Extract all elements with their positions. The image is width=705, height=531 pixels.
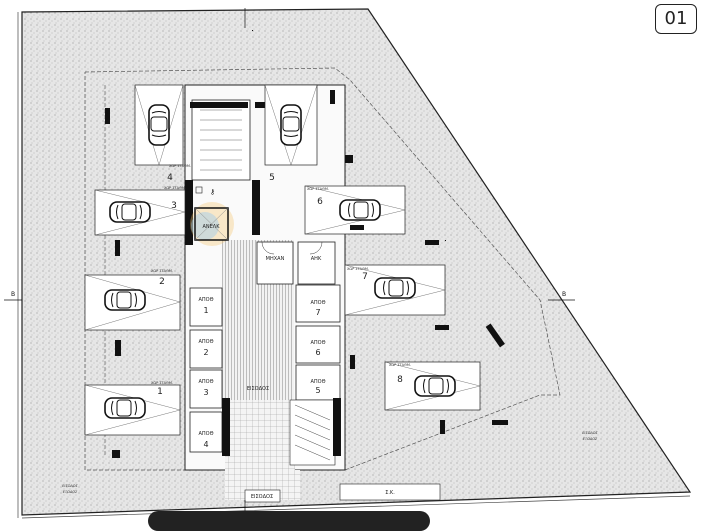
setback-line: [84, 67, 561, 471]
storage-number: 6: [315, 348, 320, 357]
storage-label: ΑΠΟΘ: [198, 431, 213, 437]
storage-number: 5: [315, 386, 320, 395]
electric-label: ΑΗΚ: [311, 256, 322, 262]
driveway-label-left: ΕΞΟΔΟΣ: [63, 490, 78, 494]
storage-number: 4: [203, 440, 208, 449]
driveway-label-right: ΕΞΟΔΟΣ: [583, 437, 598, 441]
elevator-label: ΑΝΕΛΚ: [202, 224, 220, 230]
parking-number: 2: [159, 277, 165, 287]
key-icon: ⚷: [210, 188, 215, 196]
parking-number: 5: [269, 173, 275, 183]
electric-room: [297, 241, 336, 285]
mechanical-label: ΜΗΧΑΝ: [266, 256, 285, 262]
parking-label: ΧΩΡ ΣΤΑΘΜ.: [307, 187, 329, 191]
storage-number: 2: [203, 348, 208, 357]
entrance-label: ΕΙΣΟΔΟΣ: [247, 386, 269, 392]
parking-spaces: [84, 84, 481, 436]
media-overlay-bar: [148, 511, 430, 531]
storage-label: ΑΠΟΘ: [198, 379, 213, 385]
parking-number: 1: [157, 387, 163, 397]
parking-label: ΧΩΡ ΣΤΑΘΜ.: [347, 267, 369, 271]
mechanical-room: [256, 241, 294, 285]
storage-label: ΑΠΟΘ: [310, 379, 325, 385]
section-marker-right: B: [562, 291, 566, 298]
parking-label: ΧΩΡ ΣΤΑΘΜ.: [164, 186, 186, 190]
storage-number: 3: [203, 388, 208, 397]
parking-label: ΧΩΡ ΣΤΑΘΜ.: [169, 164, 191, 168]
parking-number: 8: [397, 375, 403, 385]
entrance-lobby: [225, 400, 295, 470]
parking-label: ΧΩΡ ΣΤΑΘΜ.: [151, 269, 173, 273]
wc-room: [339, 483, 441, 501]
storage-label: ΑΠΟΘ: [310, 300, 325, 306]
sheet-number: 01: [655, 4, 697, 34]
floor-plan: ΑΝΕΛΚ ⚷ ΜΗΧΑΝ ΑΗΚ ΑΠΟΘ ΑΠΟΘ ΑΠΟΘ ΑΠΟΘ ΑΠ…: [4, 8, 692, 519]
parking-number: 4: [167, 173, 173, 183]
storage-number: 1: [203, 306, 208, 315]
driveway-label-left: ΕΙΣΟΔΟΣ: [62, 484, 78, 488]
storage-number: 7: [315, 308, 320, 317]
storage-label: ΑΠΟΘ: [198, 297, 213, 303]
section-marker-left: B: [11, 291, 15, 298]
storage-rooms: [189, 284, 341, 453]
storage-label: ΑΠΟΘ: [310, 340, 325, 346]
parking-number: 6: [317, 197, 323, 207]
elevator: [194, 207, 229, 241]
parking-number: 3: [171, 201, 177, 211]
driveway-label-right: ΕΙΣΟΔΟΣ: [582, 431, 598, 435]
parking-label: ΧΩΡ ΣΤΑΘΜ.: [151, 381, 173, 385]
wc-label: Σ.Κ.: [385, 490, 395, 496]
columns: [105, 30, 508, 458]
storage-label: ΑΠΟΘ: [198, 339, 213, 345]
parking-label: ΧΩΡ ΣΤΑΘΜ.: [389, 363, 411, 367]
entrance-bottom-label: ΕΙΣΟΔΟΣ: [251, 494, 273, 500]
parking-number: 7: [362, 272, 368, 282]
